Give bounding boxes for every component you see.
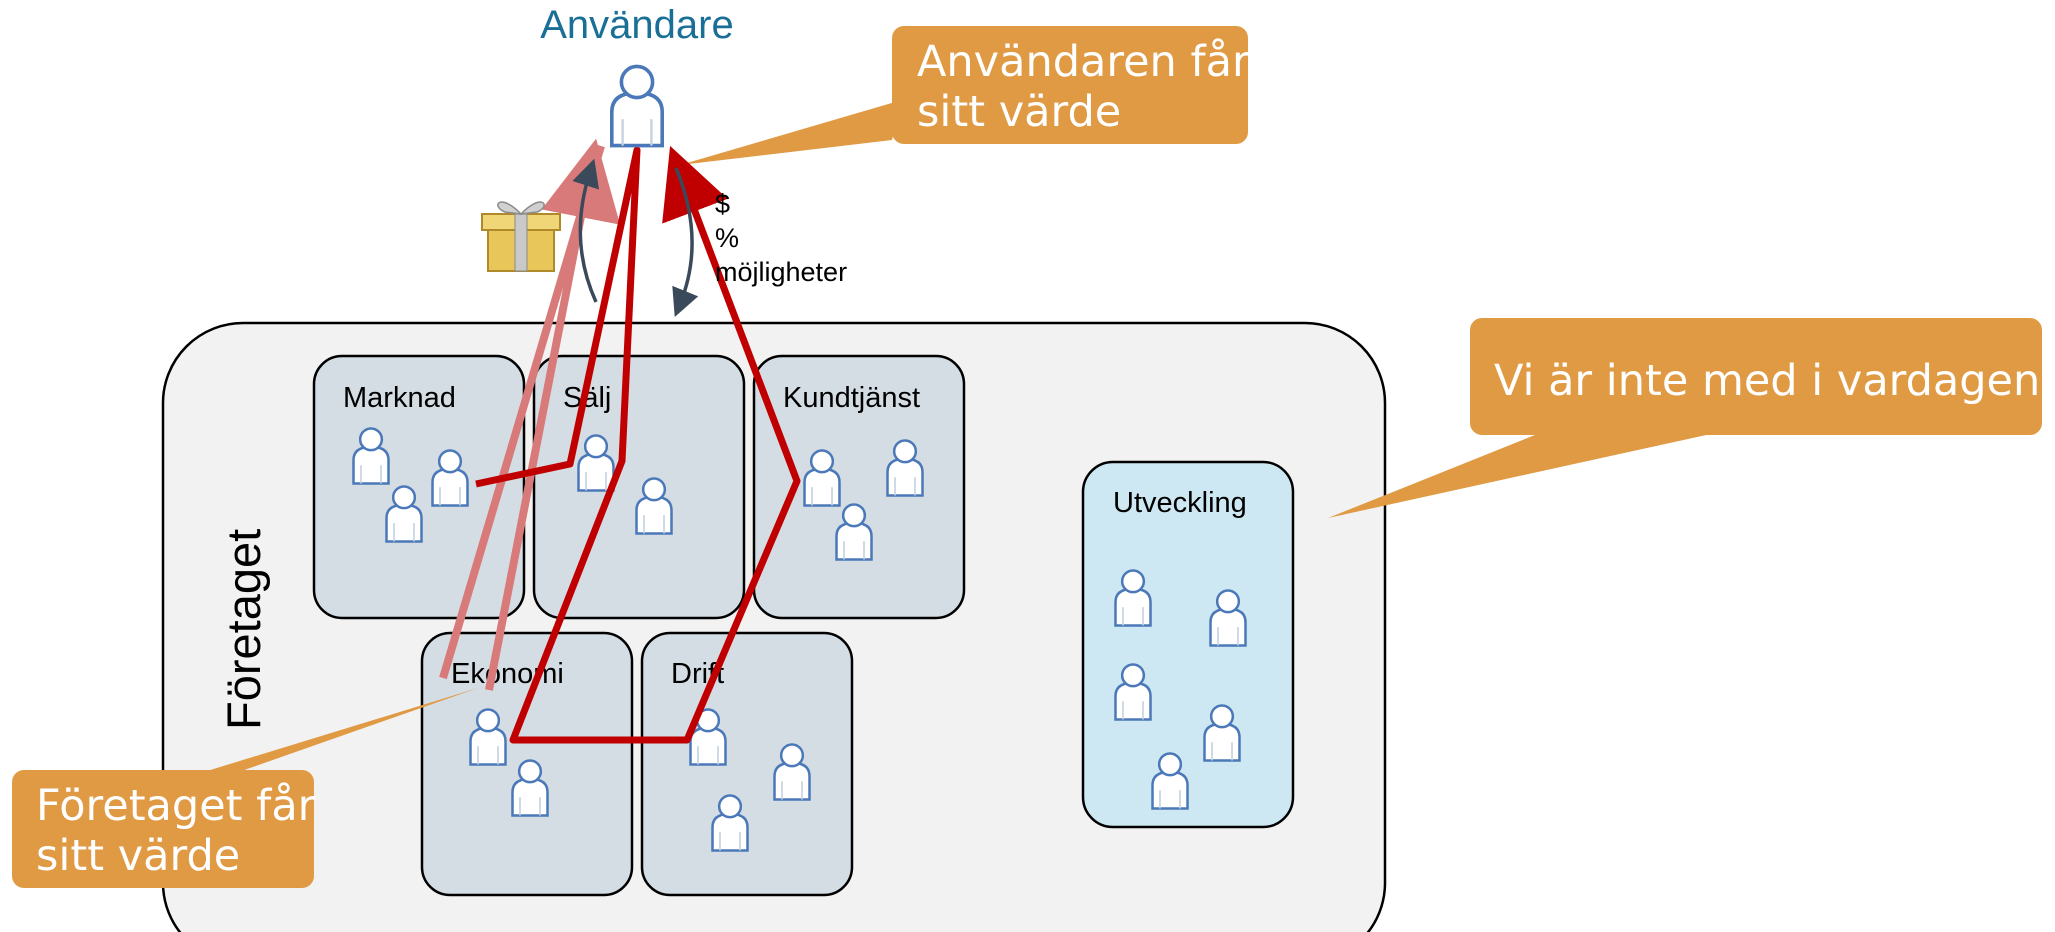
- company-label: Företaget: [217, 529, 270, 730]
- callout-user-value: Användaren får sitt värde: [892, 26, 1250, 144]
- value-flow-lines: [439, 138, 801, 744]
- department-label-marknad: Marknad: [343, 382, 456, 414]
- user-person-icon: [612, 66, 662, 145]
- exchange-label: $: [715, 189, 730, 219]
- department-kundtjanst: Kundtjänst: [752, 354, 966, 620]
- callout-pointer-not-in-daily: [1328, 425, 1720, 518]
- user-label: Användare: [540, 3, 733, 47]
- user: Användare: [540, 3, 734, 146]
- callout-company-value: Företaget får sitt värde: [12, 770, 316, 888]
- callout-not-in-daily: Vi är inte med i vardagen!: [1470, 318, 2055, 435]
- callout-text: sitt värde: [917, 87, 1121, 137]
- exchange-label: möjligheter: [715, 257, 847, 287]
- flow-line-faded: [485, 138, 621, 691]
- department-salj: Sälj: [532, 354, 746, 620]
- exchange-arrow-up: [572, 158, 600, 303]
- exchange-label: %: [715, 223, 739, 253]
- flow-line: [475, 145, 801, 744]
- department-marknad: Marknad: [312, 354, 526, 620]
- callout-text: Användaren får: [917, 37, 1250, 87]
- callout-pointer-user-value: [680, 100, 902, 165]
- department-ekonomi: Ekonomi: [420, 631, 634, 897]
- callout-text: sitt värde: [36, 831, 240, 881]
- department-drift: Drift: [640, 631, 854, 897]
- department-label-utveckling: Utveckling: [1113, 487, 1247, 519]
- department-utveckling: Utveckling: [1081, 460, 1295, 829]
- exchange-arrow-down: [672, 167, 699, 317]
- callout-pointer-company-value: [145, 688, 478, 790]
- department-label-kundtjanst: Kundtjänst: [783, 382, 920, 414]
- gift-box-icon: [481, 201, 561, 272]
- callout-text: Företaget får: [36, 781, 316, 831]
- exchange-labels: $ % möjligheter: [715, 189, 847, 287]
- callout-text: Vi är inte med i vardagen!: [1494, 356, 2055, 406]
